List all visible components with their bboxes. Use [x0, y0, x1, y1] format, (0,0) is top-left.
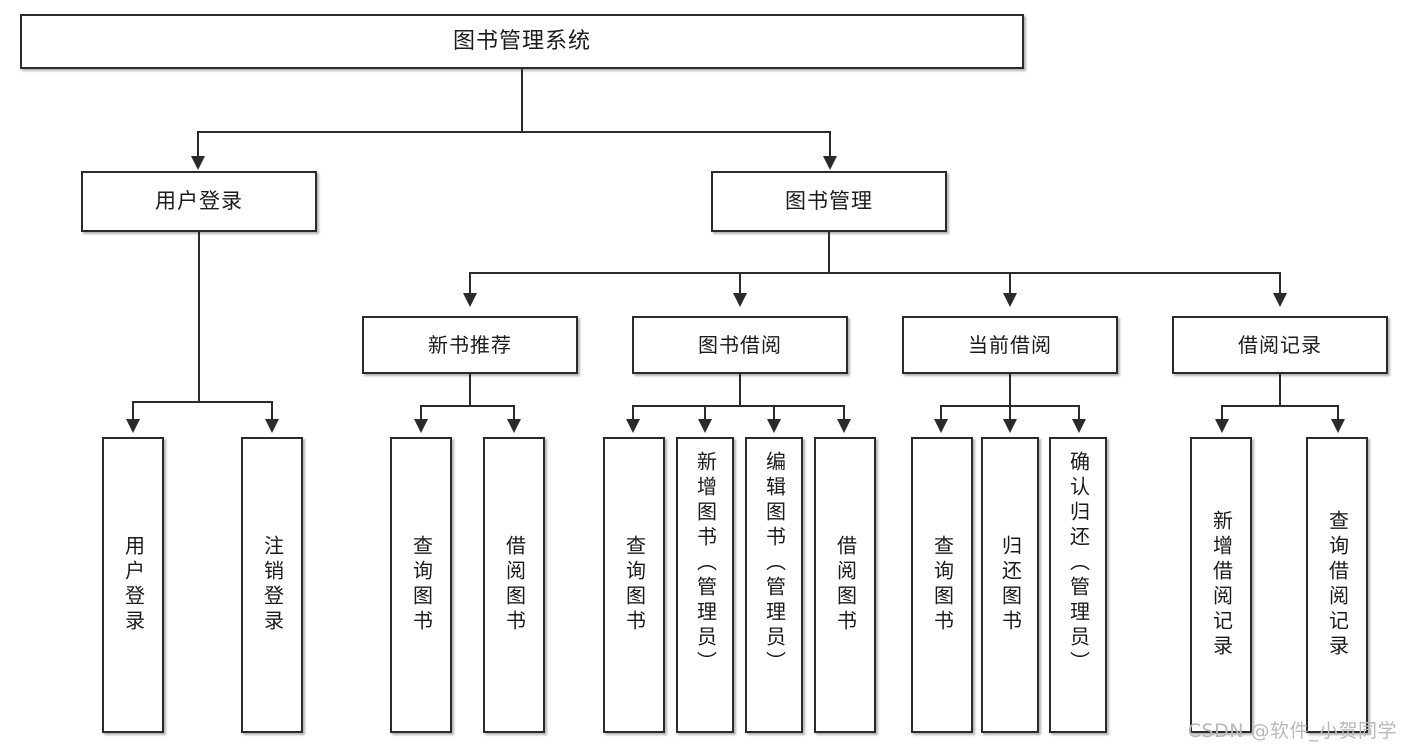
- connector-root-to-book-management: [829, 131, 831, 159]
- connector-current-borrow-stem: [1009, 374, 1011, 405]
- connector-user-login-to-leaf-1: [132, 401, 134, 421]
- node-current-borrow[interactable]: 当前借阅: [902, 316, 1118, 374]
- connector-nb-to-leaf-2: [513, 405, 515, 421]
- leaf-label: 查询图书: [622, 535, 647, 635]
- leaf-return-book[interactable]: 归还图书: [981, 437, 1039, 733]
- connector-root-bus: [197, 131, 831, 133]
- connector-cb-to-leaf-2: [1009, 405, 1011, 421]
- connector-user-login-bus: [132, 401, 272, 403]
- connector-book-management-bus: [469, 272, 1280, 274]
- leaf-label: 确认归还（管理员）: [1066, 451, 1091, 676]
- arrowhead-cb-to-leaf-3: [1072, 419, 1086, 433]
- leaf-label: 用户登录: [121, 535, 146, 635]
- arrowhead-br-to-leaf-1: [1215, 419, 1229, 433]
- leaf-label: 借阅图书: [502, 535, 527, 635]
- connector-book-borrow-bus: [632, 405, 845, 407]
- connector-bm-to-new-book: [469, 272, 471, 296]
- connector-root-to-user-login: [197, 131, 199, 159]
- connector-book-borrow-stem: [739, 374, 741, 405]
- node-new-book-recommend[interactable]: 新书推荐: [362, 316, 578, 374]
- leaf-edit-book-admin[interactable]: 编辑图书（管理员）: [745, 437, 803, 733]
- arrowhead-bm-to-borrow-records: [1273, 293, 1287, 307]
- arrowhead-root-to-user-login: [191, 156, 205, 170]
- node-book-management[interactable]: 图书管理: [711, 171, 947, 232]
- leaf-query-borrow-record[interactable]: 查询借阅记录: [1306, 437, 1368, 733]
- leaf-borrow-book-recommend[interactable]: 借阅图书: [483, 437, 545, 733]
- arrowhead-nb-to-leaf-2: [507, 419, 521, 433]
- connector-br-to-leaf-2: [1337, 405, 1339, 421]
- connector-cb-to-leaf-3: [1078, 405, 1080, 421]
- connector-user-login-to-leaf-2: [271, 401, 273, 421]
- arrowhead-root-to-book-management: [823, 156, 837, 170]
- leaf-label: 借阅图书: [833, 535, 858, 635]
- connector-bm-to-borrow-records: [1279, 272, 1281, 296]
- arrowhead-br-to-leaf-2: [1331, 419, 1345, 433]
- connector-bb-to-leaf-1: [632, 405, 634, 421]
- node-book-management-system[interactable]: 图书管理系统: [20, 14, 1024, 69]
- node-user-login[interactable]: 用户登录: [81, 171, 317, 232]
- leaf-label: 新增借阅记录: [1209, 510, 1234, 660]
- connector-cb-to-leaf-1: [940, 405, 942, 421]
- leaf-label: 查询借阅记录: [1325, 510, 1350, 660]
- connector-new-book-stem: [469, 374, 471, 405]
- leaf-confirm-return-admin[interactable]: 确认归还（管理员）: [1049, 437, 1107, 733]
- leaf-label: 注销登录: [260, 535, 285, 635]
- arrowhead-nb-to-leaf-1: [414, 419, 428, 433]
- connector-br-to-leaf-1: [1221, 405, 1223, 421]
- arrowhead-cb-to-leaf-2: [1003, 419, 1017, 433]
- arrowhead-bb-to-leaf-1: [626, 419, 640, 433]
- leaf-label: 查询图书: [930, 535, 955, 635]
- connector-bb-to-leaf-2: [704, 405, 706, 421]
- connector-borrow-records-stem: [1279, 374, 1281, 405]
- leaf-add-borrow-record[interactable]: 新增借阅记录: [1190, 437, 1252, 733]
- connector-root-stem: [521, 69, 523, 131]
- connector-new-book-bus: [420, 405, 514, 407]
- leaf-query-book-current[interactable]: 查询图书: [911, 437, 973, 733]
- connector-bm-to-book-borrow: [739, 272, 741, 296]
- leaf-query-book-recommend[interactable]: 查询图书: [390, 437, 452, 733]
- node-label: 新书推荐: [428, 332, 512, 357]
- connector-user-login-stem: [198, 232, 200, 401]
- arrowhead-bm-to-book-borrow: [733, 293, 747, 307]
- node-label: 图书借阅: [698, 332, 782, 357]
- leaf-label: 查询图书: [409, 535, 434, 635]
- arrowhead-user-login-to-leaf-2: [265, 419, 279, 433]
- node-label: 借阅记录: [1238, 332, 1322, 357]
- arrowhead-bb-to-leaf-3: [767, 419, 781, 433]
- arrowhead-bm-to-current-borrow: [1003, 293, 1017, 307]
- leaf-logout[interactable]: 注销登录: [241, 437, 303, 733]
- leaf-borrow-book[interactable]: 借阅图书: [814, 437, 876, 733]
- arrowhead-bb-to-leaf-4: [837, 419, 851, 433]
- connector-borrow-records-bus: [1221, 405, 1338, 407]
- node-label: 用户登录: [155, 189, 243, 214]
- leaf-label: 编辑图书（管理员）: [762, 451, 787, 676]
- leaf-label: 新增图书（管理员）: [693, 451, 718, 676]
- node-book-borrow[interactable]: 图书借阅: [632, 316, 848, 374]
- leaf-user-login[interactable]: 用户登录: [102, 437, 164, 733]
- connector-bb-to-leaf-3: [773, 405, 775, 421]
- node-borrow-records[interactable]: 借阅记录: [1172, 316, 1388, 374]
- arrowhead-bm-to-new-book: [463, 293, 477, 307]
- arrowhead-bb-to-leaf-2: [698, 419, 712, 433]
- connector-bm-to-current-borrow: [1009, 272, 1011, 296]
- node-label: 当前借阅: [968, 332, 1052, 357]
- node-label: 图书管理系统: [452, 28, 591, 54]
- leaf-add-book-admin[interactable]: 新增图书（管理员）: [676, 437, 734, 733]
- connector-nb-to-leaf-1: [420, 405, 422, 421]
- node-label: 图书管理: [785, 189, 873, 214]
- arrowhead-cb-to-leaf-1: [934, 419, 948, 433]
- connector-book-management-stem: [828, 232, 830, 272]
- leaf-label: 归还图书: [998, 535, 1023, 635]
- arrowhead-user-login-to-leaf-1: [126, 419, 140, 433]
- leaf-query-book-borrow[interactable]: 查询图书: [603, 437, 665, 733]
- connector-bb-to-leaf-4: [843, 405, 845, 421]
